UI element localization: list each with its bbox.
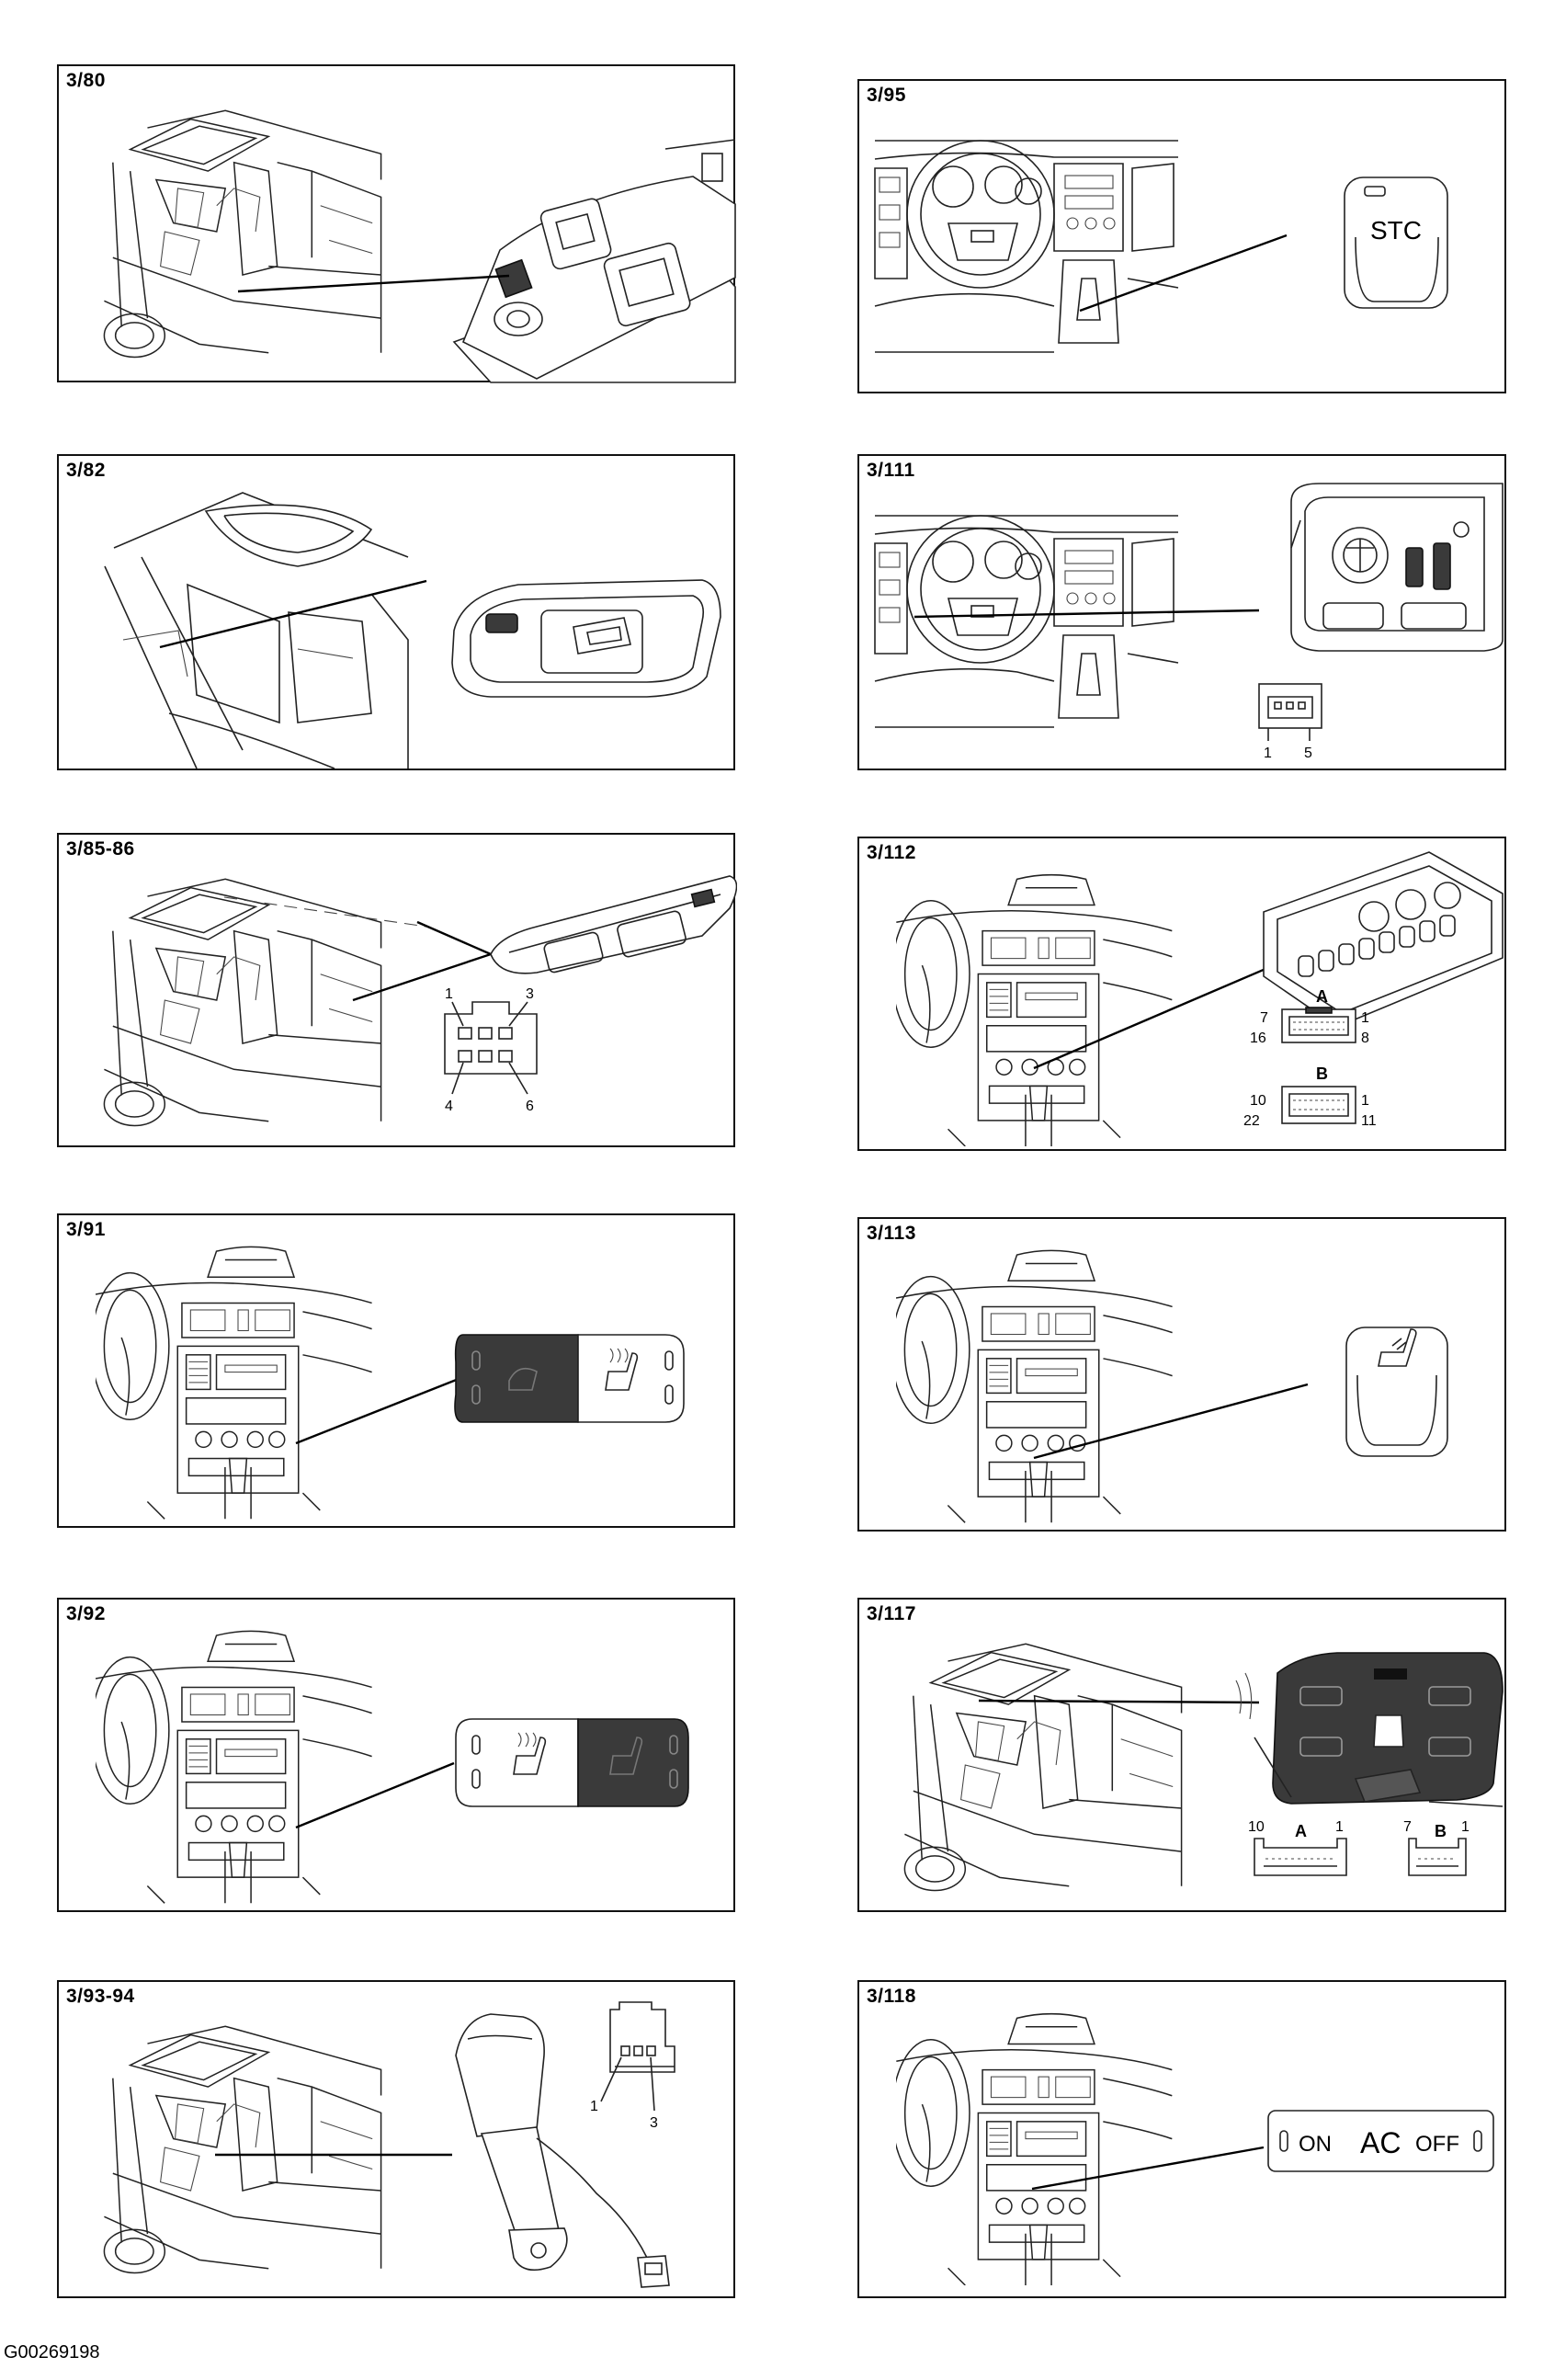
- ac-switch-illustration: ON AC OFF: [896, 2012, 1494, 2285]
- panel-id: 3/93-94: [66, 1986, 135, 2007]
- ac-off-label: OFF: [1415, 2132, 1459, 2157]
- window-switch-illustration: [103, 109, 736, 383]
- panel-id: 3/118: [867, 1986, 916, 2007]
- panel-3-93-94: 3/93-94 1 3: [57, 1980, 735, 2298]
- pin-label: 10: [1248, 1819, 1265, 1835]
- panel-3-82: 3/82: [57, 454, 735, 770]
- panel-3-118: 3/118 ON AC OFF: [857, 1980, 1506, 2298]
- panel-id: 3/80: [66, 70, 106, 91]
- panel-id: 3/117: [867, 1603, 916, 1624]
- connector-letter: A: [1295, 1822, 1307, 1840]
- pin-label: 10: [1250, 1093, 1266, 1109]
- rear-window-switch-illustration: [104, 492, 721, 769]
- pin-label: 16: [1250, 1031, 1266, 1046]
- pin-label: 1: [445, 986, 453, 1002]
- pin-label: 7: [1403, 1819, 1412, 1835]
- panel-3-95: 3/95 STC: [857, 79, 1506, 393]
- figure-code: G00269198: [4, 2342, 100, 2363]
- panel-id: 3/82: [66, 460, 106, 481]
- panel-id: 3/95: [867, 85, 906, 106]
- pin-label: 1: [1461, 1819, 1470, 1835]
- door-switch-illustration: 1 3 4 6: [103, 875, 737, 1127]
- panel-id: 3/92: [66, 1603, 106, 1624]
- seat-heat-left-illustration: [96, 1246, 685, 1520]
- connector-letter: B: [1316, 1065, 1328, 1083]
- panel-id: 3/113: [867, 1223, 916, 1244]
- pin-label: 1: [590, 2099, 598, 2114]
- pin-label: 7: [1260, 1010, 1268, 1026]
- stc-label: STC: [1370, 216, 1422, 245]
- ac-label: AC: [1360, 2126, 1401, 2159]
- panel-id: 3/111: [867, 460, 915, 481]
- connector-letter: A: [1316, 987, 1328, 1006]
- pin-label: 1: [1264, 746, 1272, 761]
- pin-label: 5: [1304, 746, 1312, 761]
- panel-3-112: 3/112 A 7 1 16 8 B: [857, 837, 1506, 1151]
- seat-belt-buckle-illustration: 1 3: [103, 2001, 675, 2288]
- pin-label: 1: [1361, 1010, 1369, 1026]
- panel-3-80: 3/80: [57, 64, 736, 383]
- panel-id: 3/112: [867, 842, 916, 863]
- seat-heat-right-illustration: [96, 1630, 689, 1905]
- panel-id: 3/85-86: [66, 838, 135, 860]
- pin-label: 11: [1361, 1113, 1377, 1129]
- climate-panel-illustration: A 7 1 16 8 B 10 1 22 11: [896, 851, 1504, 1146]
- seat-switch-illustration: [896, 1249, 1448, 1524]
- panel-3-111: 3/111 1 5: [857, 454, 1506, 770]
- panel-3-117: 3/117 10 A 1 7 B 1: [857, 1598, 1506, 1912]
- panel-3-113: 3/113: [857, 1217, 1506, 1532]
- panel-id: 3/91: [66, 1219, 106, 1240]
- pin-label: 3: [650, 2115, 658, 2131]
- panel-3-85-86: 3/85-86 1 3 4 6: [57, 833, 737, 1147]
- pin-label: 6: [526, 1099, 534, 1114]
- pin-label: 22: [1243, 1113, 1260, 1129]
- pin-label: 1: [1361, 1093, 1369, 1109]
- pin-label: 4: [445, 1099, 453, 1114]
- panel-3-91: 3/91: [57, 1213, 735, 1528]
- overhead-console-illustration: 10 A 1 7 B 1: [903, 1643, 1504, 1892]
- pin-label: 1: [1335, 1819, 1344, 1835]
- stc-switch-illustration: STC: [874, 140, 1448, 353]
- pin-label: 3: [526, 986, 534, 1002]
- pin-label: 8: [1361, 1031, 1369, 1046]
- ac-on-label: ON: [1299, 2132, 1332, 2157]
- panel-3-92: 3/92: [57, 1598, 735, 1912]
- connector-letter: B: [1435, 1822, 1447, 1840]
- light-switch-illustration: 1 5: [874, 483, 1504, 761]
